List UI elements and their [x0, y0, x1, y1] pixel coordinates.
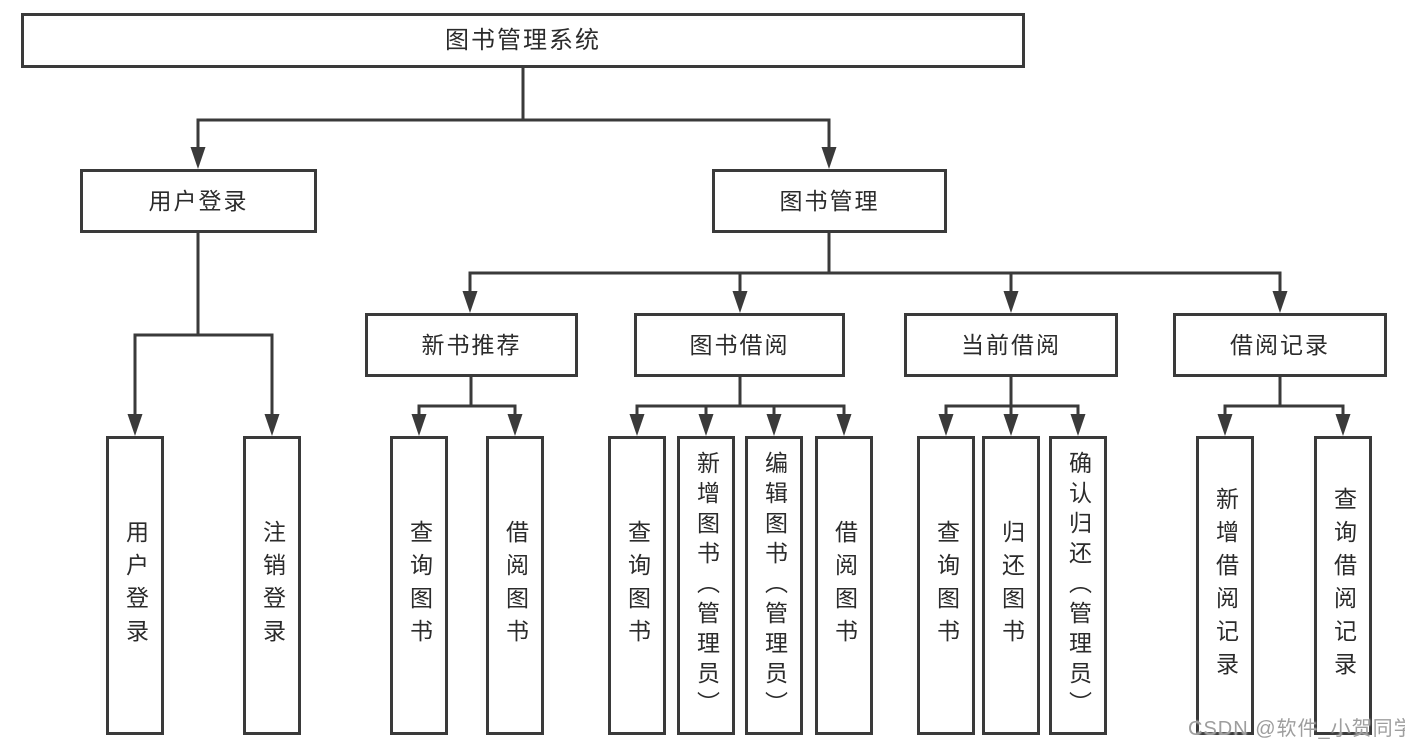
node-label: 借阅图书: [502, 519, 529, 652]
node-book-borrow: 图书借阅: [634, 313, 845, 377]
node-leaf-query-books-3: 查询图书: [917, 436, 975, 735]
node-leaf-confirm-return-admin: 确认归还（管理员）: [1049, 436, 1107, 735]
connector-user-login-children: [127, 231, 280, 436]
node-leaf-logout: 注销登录: [243, 436, 301, 735]
connector-root-to-level2: [190, 66, 837, 169]
node-leaf-add-books-admin: 新增图书（管理员）: [677, 436, 735, 735]
node-label: 新书推荐: [421, 331, 522, 358]
node-leaf-user-login: 用户登录: [106, 436, 164, 735]
node-label: 新增借阅记录: [1212, 486, 1239, 685]
node-leaf-add-borrow-record: 新增借阅记录: [1196, 436, 1254, 735]
node-label: 确认归还（管理员）: [1065, 450, 1092, 721]
node-leaf-borrow-books-2: 借阅图书: [815, 436, 873, 735]
node-label: 图书管理: [779, 187, 880, 214]
node-leaf-borrow-books-1: 借阅图书: [486, 436, 544, 735]
node-label: 当前借阅: [961, 331, 1061, 358]
node-label: 注销登录: [259, 519, 286, 652]
node-label: 查询图书: [624, 519, 651, 652]
node-label: 借阅图书: [831, 519, 858, 652]
node-user-login: 用户登录: [80, 169, 317, 233]
node-label: 查询图书: [406, 519, 433, 652]
node-label: 借阅记录: [1230, 331, 1330, 358]
node-current-borrow: 当前借阅: [904, 313, 1118, 377]
node-book-management: 图书管理: [712, 169, 947, 233]
connector-borrow-records-children: [1217, 375, 1351, 436]
connector-book-borrow-children: [629, 375, 852, 436]
connector-book-management-children: [462, 231, 1288, 313]
node-new-book-recommend: 新书推荐: [365, 313, 578, 377]
node-leaf-query-borrow-record: 查询借阅记录: [1314, 436, 1372, 735]
node-label: 图书管理系统: [445, 26, 601, 54]
node-leaf-edit-books-admin: 编辑图书（管理员）: [745, 436, 803, 735]
node-borrow-records: 借阅记录: [1173, 313, 1387, 377]
node-label: 新增图书（管理员）: [693, 450, 720, 721]
connector-new-book-recommend-children: [411, 375, 523, 436]
node-library-management-system: 图书管理系统: [21, 13, 1025, 68]
node-label: 查询借阅记录: [1330, 486, 1357, 685]
node-label: 用户登录: [148, 187, 249, 214]
node-label: 查询图书: [933, 519, 960, 652]
node-label: 归还图书: [998, 519, 1025, 652]
node-label: 编辑图书（管理员）: [761, 450, 788, 721]
node-label: 图书借阅: [689, 331, 790, 358]
watermark: CSDN @软件_小贺同学: [1188, 718, 1405, 740]
node-leaf-return-books: 归还图书: [982, 436, 1040, 735]
node-leaf-query-books-1: 查询图书: [390, 436, 448, 735]
connector-current-borrow-children: [938, 375, 1086, 436]
node-leaf-query-books-2: 查询图书: [608, 436, 666, 735]
node-label: 用户登录: [122, 519, 149, 652]
